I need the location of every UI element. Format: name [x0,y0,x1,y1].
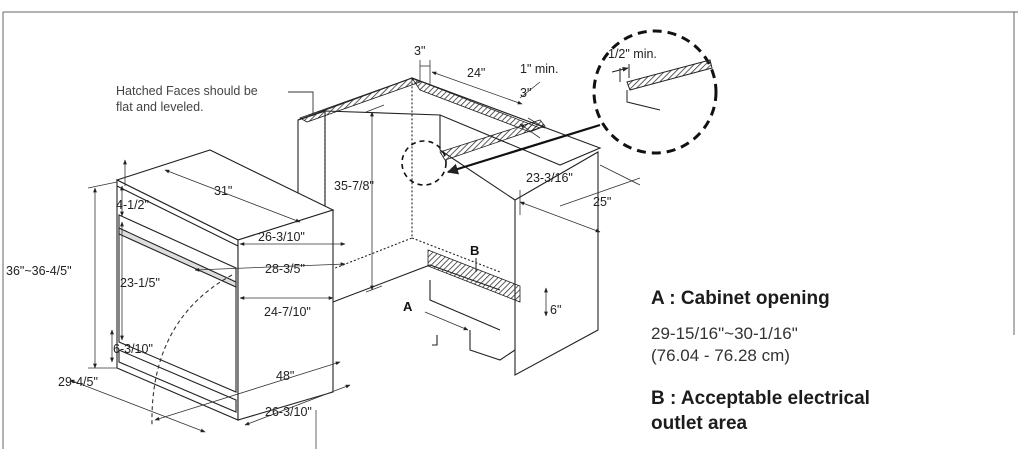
dim-opening-height: 35-7/8" [334,179,374,193]
dim-cab-min-1: 1" min. [520,62,558,76]
cabinet [297,77,602,376]
dim-side-26-a: 26-3/10" [258,230,305,244]
dim-detail-half-min: 1/2" min. [608,47,657,61]
detail-arrow [446,123,601,175]
note-line-1: Hatched Faces should be [116,84,258,98]
detail-circle-small [401,140,447,186]
dim-total-height: 36"~36-4/5" [6,264,72,278]
dim-cab-depth-25: 25" [593,195,611,209]
legend-a-range: 29-15/16"~30-1/16" [651,324,798,343]
detail-contents [611,59,713,111]
dim-side-26-b: 26-3/10" [265,405,312,419]
label-a: A [403,299,413,314]
dim-base-width: 29-4/5" [58,375,98,389]
cabinet-dimension-lines [365,60,641,331]
dim-door-height: 23-1/5" [120,276,160,290]
dim-cab-right-3: 3" [520,86,531,100]
legend-a-metric: (76.04 - 76.28 cm) [651,346,790,365]
legend-b-title-line1: B : Acceptable electrical [651,388,870,409]
dim-opening-depth: 23-3/16" [526,171,573,185]
dim-cab-left-3: 3" [414,44,425,58]
dim-drawer-height: 6-3/10" [113,342,153,356]
dim-range-width: 31" [214,184,232,198]
dim-top-height: 4-1/2" [116,198,149,212]
dim-total-depth: 48" [276,369,294,383]
dim-side-24: 24-7/10" [264,305,311,319]
detail-circle-large [592,29,718,155]
legend-b-title-line2: outlet area [651,413,748,434]
dim-outlet-height: 6" [550,303,561,317]
legend-a-title: A : Cabinet opening [651,288,830,309]
label-b: B [470,243,479,258]
note-line-2: flat and leveled. [116,100,204,114]
dim-door-28: 28-3/5" [265,262,305,276]
dim-cab-depth-24: 24" [467,66,485,80]
range-dimension-lines [69,159,351,433]
note-leader [288,91,314,116]
outlet-area-b [427,249,521,303]
